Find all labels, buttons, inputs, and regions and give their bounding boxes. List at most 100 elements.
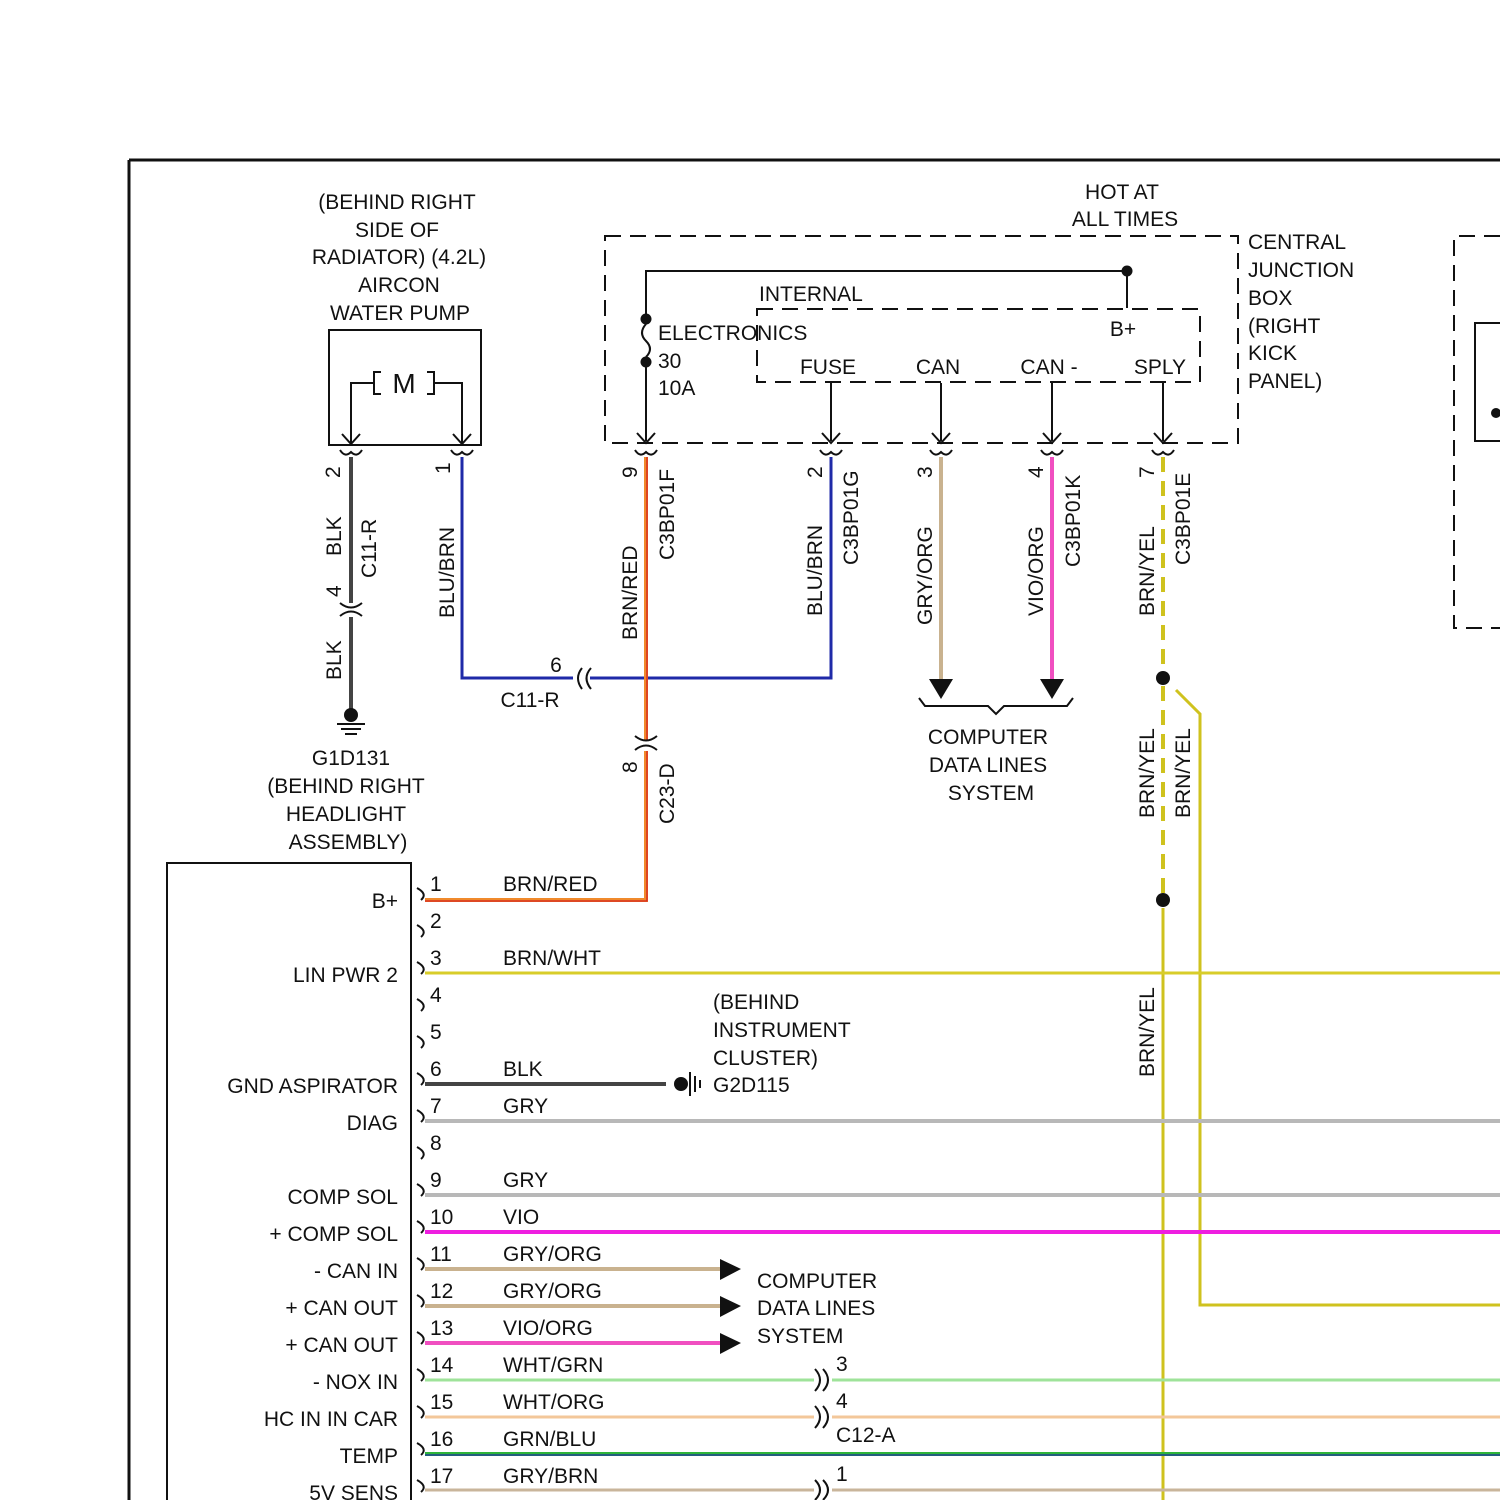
module-pin-wire-color: GRY/BRN — [503, 1465, 598, 1488]
module-pin-connector — [417, 1184, 424, 1196]
module-pin-connector — [417, 1443, 424, 1455]
cjb-hot-bus — [646, 271, 1127, 318]
c12a-pin-1: 1 — [836, 1463, 848, 1486]
cjb-pin-labels: 9 BRN/RED C3BP01F 2 BLU/BRN C3BP01G 3 GR… — [619, 466, 1195, 640]
c11r-connector-label: C11-R — [358, 519, 381, 578]
c23d-pin-8: 8 — [619, 761, 642, 773]
c12a-connector-label: C12-A — [836, 1424, 896, 1447]
right-partial-component — [1454, 236, 1500, 628]
module-pin-wire-color: BLK — [503, 1058, 543, 1081]
pump-location-line-2: SIDE OF — [355, 219, 439, 242]
blk-wire-label-lower: BLK — [323, 640, 346, 680]
module-pin-connector — [417, 1110, 424, 1122]
module-pin-number: 2 — [430, 910, 442, 933]
module-pin-function-label: LIN PWR 2 — [293, 964, 398, 987]
module-pin-number: 12 — [430, 1280, 453, 1303]
hot-at-line-2: ALL TIMES — [1072, 208, 1178, 231]
cjb-pin4-connector-label: C3BP01K — [1062, 475, 1085, 567]
cjb-name-line-3: BOX — [1248, 287, 1292, 310]
module-pin-connector — [417, 1295, 424, 1307]
c23d-pin8-lower — [635, 746, 657, 751]
hot-at-line-1: HOT AT — [1085, 181, 1159, 204]
fuse-30-symbol — [642, 324, 650, 357]
ground-id-g1d131: G1D131 — [312, 747, 390, 770]
module-pin-number: 17 — [430, 1465, 453, 1488]
module-pin-connector — [417, 1147, 424, 1159]
module-pin-function-label: HC IN IN CAR — [264, 1408, 398, 1431]
module-pin-function-label: TEMP — [340, 1445, 398, 1468]
module-pin-connector — [417, 1073, 424, 1085]
cjb-pin-3: 3 — [914, 466, 937, 478]
cjb-name-line-1: CENTRAL — [1248, 231, 1346, 254]
cjb-pin4-connector — [1041, 450, 1063, 455]
brn-yel-circuit: BRN/YEL BRN/YEL BRN/YEL — [1136, 457, 1500, 1500]
data-arrow-pin13 — [720, 1333, 741, 1354]
cjb-pin3-wire-label: GRY/ORG — [914, 526, 937, 625]
module-pin-wire-color: GRY — [503, 1169, 548, 1192]
module-pin-connector — [417, 1480, 424, 1492]
module-pin-connector — [417, 1406, 424, 1418]
hot-bus-junction-dot — [1122, 266, 1133, 277]
ground-location-line-2: HEADLIGHT — [286, 803, 406, 826]
data-arrow-pin11 — [720, 1259, 741, 1280]
cjb-pin7-connector — [1152, 450, 1174, 455]
cjb-name-line-5: KICK — [1248, 342, 1297, 365]
module-pin-function-label: DIAG — [347, 1112, 398, 1135]
ground-location-line-1: (BEHIND RIGHT — [267, 775, 425, 798]
ground2-dot — [674, 1077, 688, 1091]
module-pin-wire-color: BRN/WHT — [503, 947, 601, 970]
ground2-location-line-2: INSTRUMENT — [713, 1019, 851, 1042]
fuse-number: 30 — [658, 350, 681, 373]
can-data-lines-bottom: COMPUTER DATA LINES SYSTEM — [720, 1259, 877, 1354]
module-pin-number: 9 — [430, 1169, 442, 1192]
module-pin-function-label: + CAN OUT — [285, 1297, 398, 1320]
data-lines-top-line-3: SYSTEM — [948, 782, 1034, 805]
module-pin-function-label: B+ — [372, 890, 398, 913]
data-arrow-pin12 — [720, 1296, 741, 1317]
cjb-pin9-connector-label: C3BP01F — [656, 469, 679, 560]
module-pin-connector — [417, 1258, 424, 1270]
brn-yel-label-lower: BRN/YEL — [1136, 987, 1159, 1077]
blk-wire-label-upper: BLK — [323, 516, 346, 556]
module-pin-function-label: GND ASPIRATOR — [227, 1075, 398, 1098]
module-outline — [167, 863, 411, 1500]
module-pin-number: 4 — [430, 984, 442, 1007]
cjb-pin-4: 4 — [1025, 466, 1048, 478]
fuse-top-dot — [641, 314, 652, 325]
brn-yel-label-right: BRN/YEL — [1172, 728, 1195, 818]
cjb-pin-9: 9 — [619, 466, 642, 478]
module-pin-function-label: + COMP SOL — [269, 1223, 398, 1246]
data-lines-brace — [919, 698, 1073, 714]
motor-letter: M — [392, 368, 415, 399]
pump-pin-1: 1 — [432, 462, 455, 474]
cjb-pin2-connector-label: C3BP01G — [840, 470, 863, 565]
cjb-name-line-2: JUNCTION — [1248, 259, 1354, 282]
c12a-pin-3: 3 — [836, 1353, 848, 1376]
c11r-pin-6: 6 — [550, 654, 562, 677]
module-pin-number: 7 — [430, 1095, 442, 1118]
c11r-pin4-upper — [340, 603, 362, 608]
module-pin-wire-color: WHT/ORG — [503, 1391, 604, 1414]
pump-connector-pin-2 — [340, 450, 362, 455]
module-pin-number: 10 — [430, 1206, 453, 1229]
brn-yel-label-left: BRN/YEL — [1136, 728, 1159, 818]
cjb-pin7-connector-label: C3BP01E — [1172, 473, 1195, 565]
c11r-pin4-lower — [340, 612, 362, 617]
module-pin-number: 5 — [430, 1021, 442, 1044]
module-pin-number: 6 — [430, 1058, 442, 1081]
ground2-id: G2D115 — [713, 1074, 790, 1097]
can-data-lines-top: COMPUTER DATA LINES SYSTEM — [919, 457, 1073, 805]
right-inner-dot — [1491, 408, 1500, 418]
module-pin-wire-color: GRY/ORG — [503, 1243, 602, 1266]
module-pin-wire-color: GRY — [503, 1095, 548, 1118]
splice-dot-upper — [1156, 671, 1170, 685]
cjb-name-line-4: (RIGHT — [1248, 315, 1320, 338]
ground-symbol — [337, 724, 365, 734]
c11r-splice-label: C11-R — [500, 689, 559, 712]
cjb-pin3-connector — [930, 450, 952, 455]
splice-dot-lower — [1156, 893, 1170, 907]
data-lines-bottom-line-2: DATA LINES — [757, 1297, 875, 1320]
cjb-pin9-wire-label: BRN/RED — [619, 545, 642, 640]
